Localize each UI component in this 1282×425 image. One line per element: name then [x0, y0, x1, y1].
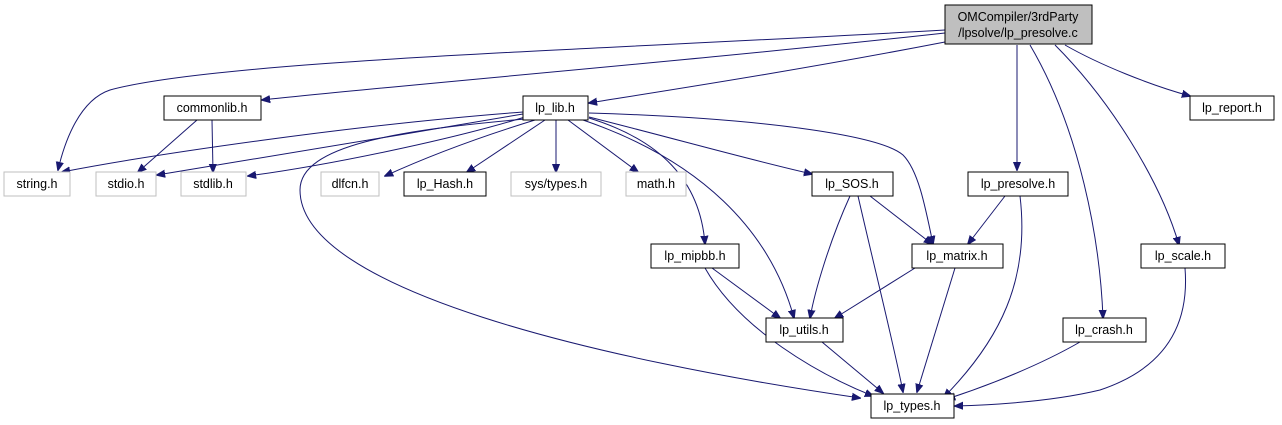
node-lp-presolve-h[interactable]: lp_presolve.h [967, 171, 1069, 197]
lp-utils-label: lp_utils.h [779, 323, 828, 337]
math-label: math.h [637, 177, 675, 191]
edge-root-lp-lib [589, 41, 946, 103]
node-lp-sos-h[interactable]: lp_SOS.h [811, 171, 894, 197]
root-line-1: OMCompiler/3rdParty [958, 10, 1080, 24]
edge-lp-lib-lp-sos [588, 116, 812, 174]
node-lp-lib-h[interactable]: lp_lib.h [522, 95, 589, 121]
node-lp-utils-h[interactable]: lp_utils.h [765, 317, 844, 343]
node-lp-scale-h[interactable]: lp_scale.h [1140, 243, 1226, 269]
edge-root-lp-report [1064, 44, 1190, 96]
edge-root-lp-crash [1029, 44, 1103, 318]
edge-root-commonlib [262, 32, 946, 100]
node-lp-types-h[interactable]: lp_types.h [870, 393, 955, 419]
edge-lp-sos-lp-types [857, 195, 903, 392]
edge-root-lp-scale [1054, 44, 1179, 245]
lp-matrix-label: lp_matrix.h [926, 249, 987, 263]
edge-lp-utils-lp-types [821, 341, 883, 393]
stdlib-label: stdlib.h [193, 177, 233, 191]
node-lp-hash-h[interactable]: lp_Hash.h [403, 171, 487, 197]
edge-lp-lib-lp-types [299, 118, 860, 398]
edge-lp-lib-stdio [157, 113, 524, 175]
node-stdio-h[interactable]: stdio.h [95, 171, 157, 197]
node-lp-report-h[interactable]: lp_report.h [1189, 95, 1275, 121]
node-lp-crash-h[interactable]: lp_crash.h [1062, 317, 1147, 343]
lp-mipbb-label: lp_mipbb.h [664, 249, 725, 263]
stdio-label: stdio.h [108, 177, 145, 191]
lp-types-label: lp_types.h [884, 399, 941, 413]
lp-lib-label: lp_lib.h [535, 101, 575, 115]
edge-commonlib-stdio [138, 119, 198, 172]
edge-lp-mipbb-lp-types [704, 267, 873, 396]
lp-scale-label: lp_scale.h [1155, 249, 1211, 263]
edge-lp-lib-lp-utils [582, 119, 794, 318]
lp-sos-label: lp_SOS.h [825, 177, 879, 191]
edge-lp-lib-lp-hash [467, 119, 546, 172]
node-root-file[interactable]: OMCompiler/3rdParty /lpsolve/lp_presolve… [944, 4, 1093, 45]
node-math-h[interactable]: math.h [625, 171, 687, 197]
lp-hash-label: lp_Hash.h [417, 177, 473, 191]
node-lp-matrix-h[interactable]: lp_matrix.h [911, 243, 1004, 269]
edge-commonlib-stdlib [212, 119, 213, 172]
node-string-h[interactable]: string.h [3, 171, 71, 197]
dlfcn-label: dlfcn.h [332, 177, 369, 191]
edge-lp-lib-lp-mipbb [588, 117, 705, 244]
edge-lp-lib-dlfcn [385, 119, 536, 176]
edge-lp-sos-lp-matrix [869, 195, 932, 244]
edge-lp-sos-lp-utils [810, 195, 851, 318]
sys-types-label: sys/types.h [525, 177, 588, 191]
edge-lp-matrix-lp-types [917, 267, 956, 392]
string-label: string.h [17, 177, 58, 191]
edge-lp-lib-math [567, 119, 638, 172]
edge-lp-crash-lp-types [947, 341, 1081, 399]
edge-lp-presolve-lp-matrix [968, 195, 1006, 244]
node-commonlib-h[interactable]: commonlib.h [163, 95, 262, 121]
node-dlfcn-h[interactable]: dlfcn.h [320, 171, 380, 197]
node-stdlib-h[interactable]: stdlib.h [180, 171, 247, 197]
edge-lp-presolve-lp-types [944, 195, 1023, 397]
edge-lp-lib-string [62, 111, 524, 172]
edge-lp-mipbb-lp-utils [711, 267, 780, 318]
lp-presolve-label: lp_presolve.h [981, 177, 1055, 191]
edge-lp-matrix-lp-utils [835, 267, 916, 318]
edge-lp-scale-lp-types [955, 267, 1187, 406]
lp-report-label: lp_report.h [1202, 101, 1262, 115]
root-line-2: /lpsolve/lp_presolve.c [958, 26, 1078, 40]
node-sys-types-h[interactable]: sys/types.h [510, 171, 602, 197]
edge-lp-lib-lp-matrix [588, 112, 933, 244]
commonlib-label: commonlib.h [177, 101, 248, 115]
lp-crash-label: lp_crash.h [1075, 323, 1133, 337]
edge-lp-lib-stdlib [248, 116, 526, 176]
edge-root-string [58, 29, 946, 170]
node-lp-mipbb-h[interactable]: lp_mipbb.h [650, 243, 740, 269]
